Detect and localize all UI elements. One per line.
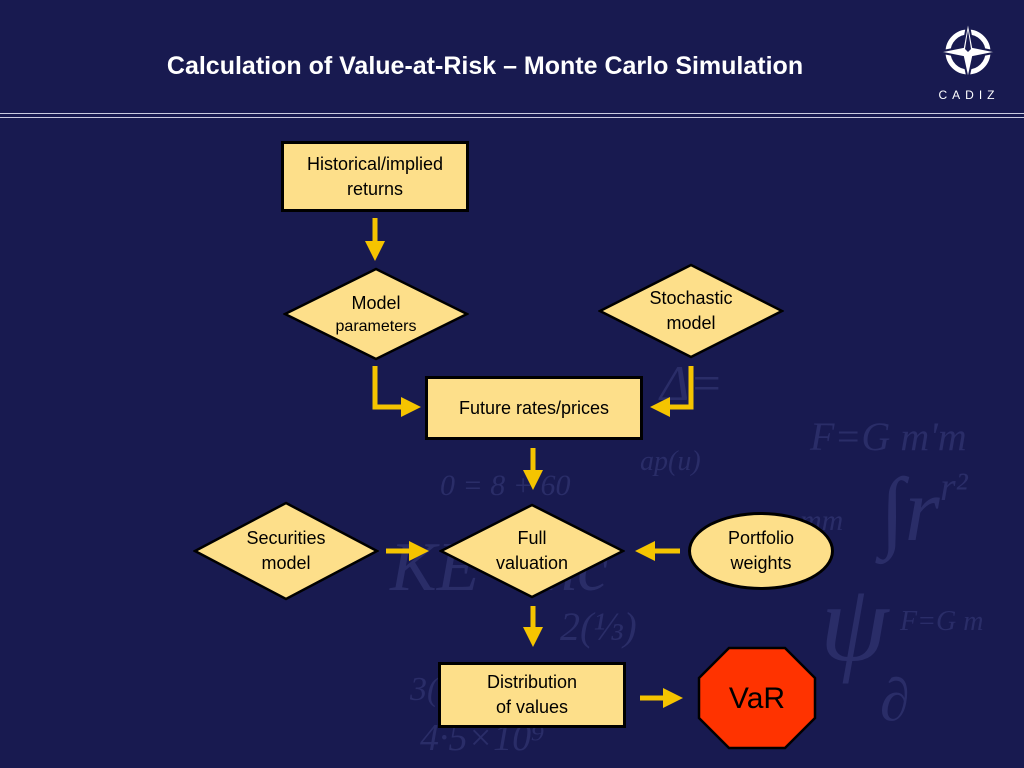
full-valuation-line2: valuation [495, 553, 569, 573]
portfolio-weights-line2: weights [730, 553, 792, 573]
svg-text:ψ: ψ [820, 562, 890, 684]
future-rates-box: Future rates/prices [425, 376, 643, 440]
svg-text:ap(u): ap(u) [640, 446, 701, 477]
model-parameters-line2: parameters [335, 317, 417, 335]
var-label: VaR [728, 681, 786, 715]
distribution-values-line1: Distribution [486, 672, 578, 692]
distribution-values-line2: of values [495, 697, 569, 717]
arrow-model-to-future [372, 366, 422, 417]
securities-model-line1: Securities [246, 528, 326, 548]
svg-text:3(: 3( [409, 671, 441, 708]
stochastic-model-diamond: Stochastic model [598, 263, 784, 359]
historical-returns-line2: returns [346, 178, 403, 199]
future-rates-label: Future rates/prices [458, 397, 610, 418]
page-title: Calculation of Value-at-Risk – Monte Car… [166, 52, 804, 80]
compass-star-icon [937, 19, 999, 81]
title-divider-top [0, 113, 1024, 114]
svg-text:2(⅓): 2(⅓) [560, 604, 637, 649]
model-parameters-diamond: Model parameters [283, 267, 469, 361]
distribution-values-box: Distribution of values [438, 662, 626, 728]
svg-text:F=G m'm: F=G m'm [809, 414, 967, 459]
logo-text: CADIZ [938, 88, 1000, 102]
stochastic-model-line2: model [666, 313, 716, 333]
svg-text:∫r: ∫r [875, 461, 941, 565]
historical-returns-box: Historical/implied returns [281, 141, 469, 212]
svg-text:0 = 8 + 60: 0 = 8 + 60 [440, 469, 571, 502]
historical-returns-line1: Historical/implied [306, 153, 444, 174]
var-octagon: VaR [697, 646, 817, 750]
title-divider-bottom [0, 117, 1024, 118]
svg-text:r²: r² [940, 464, 969, 509]
svg-text:F=G m: F=G m [899, 606, 983, 637]
svg-text:∂: ∂ [880, 667, 910, 733]
full-valuation-diamond: Full valuation [439, 503, 625, 599]
full-valuation-line1: Full [517, 528, 547, 548]
arrow-stochastic-to-future [649, 366, 694, 417]
securities-model-diamond: Securities model [193, 501, 379, 601]
model-parameters-line1: Model [351, 292, 401, 313]
stochastic-model-line1: Stochastic [649, 288, 733, 308]
securities-model-line2: model [261, 553, 311, 573]
portfolio-weights-ellipse: Portfolio weights [688, 512, 834, 590]
portfolio-weights-line1: Portfolio [727, 528, 795, 548]
